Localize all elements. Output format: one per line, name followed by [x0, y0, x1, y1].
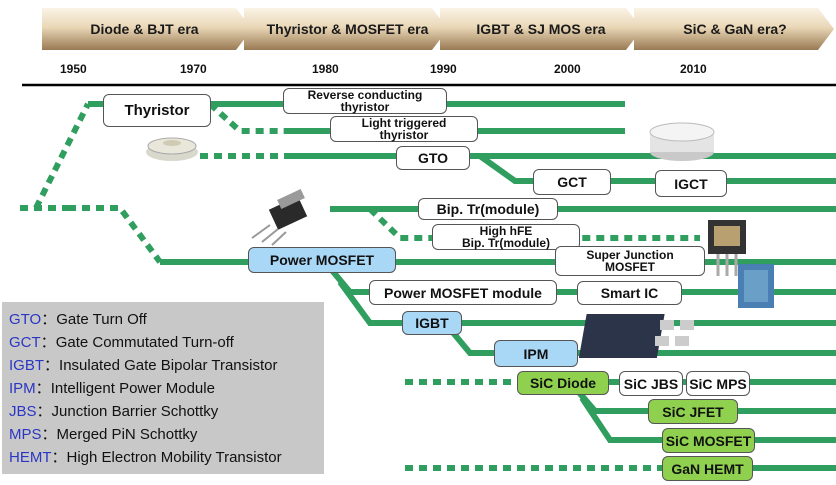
igct-disc-image [649, 122, 715, 161]
legend-text: Gate Turn Off [56, 311, 147, 328]
device-sic-jbs: SiC JBS [619, 371, 683, 396]
legend-row-mps: MPS：Merged PiN Schottky [9, 423, 197, 444]
device-light-triggered-line1: Light triggered [361, 116, 447, 130]
legend-row-igbt: IGBT：Insulated Gate Bipolar Transistor [9, 354, 277, 375]
device-light-triggered-thyristor: Light triggered thyristor [330, 116, 478, 142]
legend-text: Junction Barrier Schottky [51, 403, 219, 420]
device-high-hfe-bip-tr: High hFE Bip. Tr(module) [432, 224, 580, 250]
device-reverse-conducting-thyristor: Reverse conducting thyristor [283, 88, 447, 114]
device-high-hfe-line1: High hFE [479, 224, 533, 238]
line-sic-mosfet [579, 396, 836, 443]
sj-mosfet-package-image [708, 220, 746, 276]
era-label-thyristor-mosfet: Thyristor & MOSFET era [266, 21, 429, 37]
era-label-igbt-sjmos: IGBT & SJ MOS era [476, 21, 606, 37]
year-2000: 2000 [554, 62, 581, 76]
legend-text: Insulated Gate Bipolar Transistor [59, 357, 278, 374]
device-super-junction-line1: Super Junction [586, 248, 674, 262]
line-thyristor-drop [207, 101, 290, 134]
era-arrow-3 [440, 8, 642, 50]
legend-text: Intelligent Power Module [50, 380, 215, 397]
legend-abbr: HEMT [9, 449, 52, 466]
smart-ic-die-image [738, 264, 774, 308]
legend-row-gct: GCT：Gate Commutated Turn-off [9, 331, 234, 352]
legend-abbr: GTO [9, 311, 42, 328]
legend-sep: ： [44, 357, 60, 374]
igbt-module-image [578, 314, 694, 358]
legend-sep: ： [35, 380, 51, 397]
legend-row-jbs: JBS：Junction Barrier Schottky [9, 400, 218, 421]
era-label-sic-gan: SiC & GaN era? [683, 21, 787, 37]
device-bip-tr-module: Bip. Tr(module) [418, 198, 558, 220]
legend-sep: ： [41, 426, 57, 443]
device-light-triggered-line2: thyristor [379, 128, 429, 142]
device-gan-hemt: GaN HEMT [662, 456, 753, 481]
thyristor-disc-image [146, 137, 198, 161]
year-2010: 2010 [680, 62, 707, 76]
device-sic-jfet: SiC JFET [648, 399, 738, 424]
line-gct [478, 153, 836, 184]
device-gto: GTO [396, 146, 470, 170]
legend-abbr: GCT [9, 334, 41, 351]
device-high-hfe-line2: Bip. Tr(module) [462, 236, 550, 250]
abbreviation-legend: GTO：Gate Turn Off GCT：Gate Commutated Tu… [2, 302, 324, 474]
legend-abbr: IPM [9, 380, 36, 397]
legend-row-ipm: IPM：Intelligent Power Module [9, 377, 215, 398]
era-arrow-4 [634, 8, 834, 50]
era-arrow-2 [244, 8, 448, 50]
year-1990: 1990 [430, 62, 457, 76]
legend-row-hemt: HEMT：High Electron Mobility Transistor [9, 446, 282, 467]
device-igbt: IGBT [402, 311, 462, 335]
era-label-diode-bjt: Diode & BJT era [90, 21, 199, 37]
line-high-hfe-dotted [367, 206, 700, 241]
device-power-mosfet-module: Power MOSFET module [369, 280, 557, 305]
device-igct: IGCT [655, 170, 727, 197]
device-power-mosfet: Power MOSFET [248, 247, 396, 273]
device-thyristor: Thyristor [103, 94, 211, 127]
year-1970: 1970 [180, 62, 207, 76]
device-sic-diode: SiC Diode [517, 371, 609, 395]
legend-row-gto: GTO：Gate Turn Off [9, 308, 147, 329]
legend-sep: ： [40, 334, 56, 351]
legend-abbr: MPS [9, 426, 42, 443]
device-ipm: IPM [494, 340, 578, 367]
branch-upper-dotted [33, 102, 91, 210]
device-reverse-conducting-line1: Reverse conducting [307, 88, 423, 102]
device-reverse-conducting-line2: thyristor [340, 100, 390, 114]
device-smart-ic: Smart IC [577, 281, 682, 305]
device-sic-mps: SiC MPS [686, 371, 750, 396]
device-super-junction-mosfet: Super Junction MOSFET [555, 246, 705, 276]
branch-lower-dotted [68, 205, 163, 264]
era-arrow-1 [42, 8, 252, 50]
legend-sep: ： [51, 449, 67, 466]
device-gct: GCT [533, 169, 611, 195]
device-sic-mosfet: SiC MOSFET [662, 428, 755, 453]
device-super-junction-line2: MOSFET [605, 260, 655, 274]
year-1950: 1950 [60, 62, 87, 76]
legend-abbr: IGBT [9, 357, 45, 374]
legend-text: High Electron Mobility Transistor [66, 449, 282, 466]
legend-sep: ： [41, 311, 57, 328]
legend-sep: ： [36, 403, 52, 420]
to247-transistor-image [251, 188, 308, 246]
legend-text: Merged PiN Schottky [56, 426, 198, 443]
legend-abbr: JBS [9, 403, 37, 420]
legend-text: Gate Commutated Turn-off [55, 334, 234, 351]
year-1980: 1980 [312, 62, 339, 76]
